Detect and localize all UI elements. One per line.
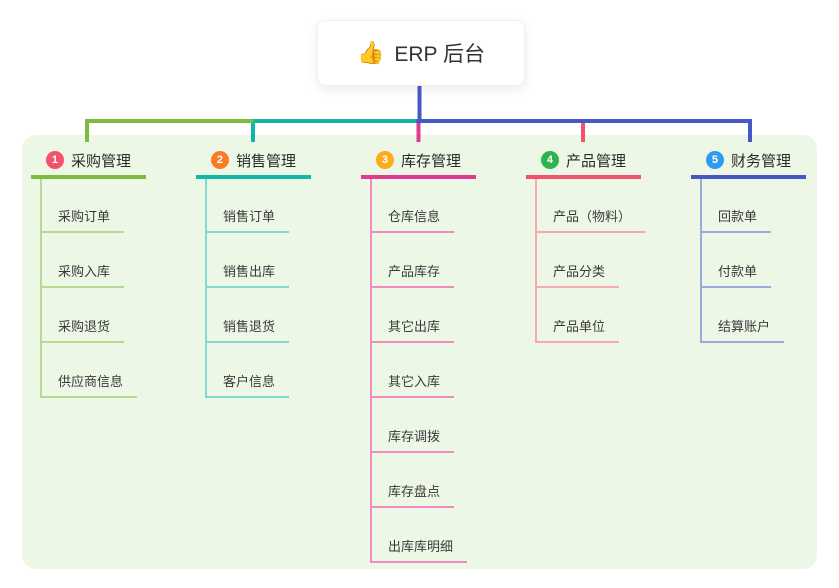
- node-purchase-inbound[interactable]: 采购入库: [40, 260, 125, 288]
- node-finance-management[interactable]: 5 财务管理: [691, 145, 806, 179]
- badge-3-icon: 3: [375, 151, 394, 169]
- node-other-inbound[interactable]: 其它入库: [370, 370, 455, 398]
- node-purchase-return[interactable]: 采购退货: [40, 315, 125, 343]
- node-receipt-bill[interactable]: 回款单: [700, 205, 772, 233]
- root-node-erp[interactable]: 👍 ERP 后台: [317, 20, 525, 86]
- node-purchase-management[interactable]: 1 采购管理: [31, 145, 146, 179]
- node-label: 产品管理: [565, 152, 626, 170]
- node-label: 财务管理: [730, 152, 791, 170]
- thumbs-up-icon: 👍: [356, 40, 385, 65]
- tree-line: [700, 179, 702, 343]
- node-product-stock[interactable]: 产品库存: [370, 260, 455, 288]
- badge-1-icon: 1: [45, 151, 64, 169]
- column-purchase: 1 采购管理 采购订单 采购入库 采购退货 供应商信息: [31, 145, 191, 398]
- tree-line: [370, 179, 372, 563]
- node-settlement-account[interactable]: 结算账户: [700, 315, 785, 343]
- column-finance: 5 财务管理 回款单 付款单 结算账户: [691, 145, 839, 343]
- tree-line: [535, 179, 537, 343]
- badge-2-icon: 2: [210, 151, 229, 169]
- node-outbound-detail[interactable]: 出库库明细: [370, 535, 468, 563]
- node-label: 库存管理: [400, 152, 461, 170]
- mindmap-panel: [22, 135, 817, 569]
- node-label: 销售管理: [235, 152, 296, 170]
- root-node-label: ERP 后台: [394, 43, 486, 66]
- node-customer-info[interactable]: 客户信息: [205, 370, 290, 398]
- column-inventory: 3 库存管理 仓库信息 产品库存 其它出库 其它入库 库存调拨 库存盘点 出库库…: [361, 145, 521, 563]
- node-purchase-order[interactable]: 采购订单: [40, 205, 125, 233]
- tree-line: [205, 179, 207, 398]
- node-supplier-info[interactable]: 供应商信息: [40, 370, 138, 398]
- node-stock-transfer[interactable]: 库存调拨: [370, 425, 455, 453]
- column-sales: 2 销售管理 销售订单 销售出库 销售退货 客户信息: [196, 145, 356, 398]
- node-sales-management[interactable]: 2 销售管理: [196, 145, 311, 179]
- badge-4-icon: 4: [540, 151, 559, 169]
- node-warehouse-info[interactable]: 仓库信息: [370, 205, 455, 233]
- tree-line: [40, 179, 42, 398]
- node-product-material[interactable]: 产品（物料）: [535, 205, 646, 233]
- node-payment-bill[interactable]: 付款单: [700, 260, 772, 288]
- node-stock-taking[interactable]: 库存盘点: [370, 480, 455, 508]
- node-inventory-management[interactable]: 3 库存管理: [361, 145, 476, 179]
- node-sales-outbound[interactable]: 销售出库: [205, 260, 290, 288]
- node-product-management[interactable]: 4 产品管理: [526, 145, 641, 179]
- node-product-category[interactable]: 产品分类: [535, 260, 620, 288]
- node-sales-return[interactable]: 销售退货: [205, 315, 290, 343]
- node-label: 采购管理: [70, 152, 131, 170]
- column-product: 4 产品管理 产品（物料） 产品分类 产品单位: [526, 145, 686, 343]
- node-other-outbound[interactable]: 其它出库: [370, 315, 455, 343]
- badge-5-icon: 5: [705, 151, 724, 169]
- node-product-unit[interactable]: 产品单位: [535, 315, 620, 343]
- node-sales-order[interactable]: 销售订单: [205, 205, 290, 233]
